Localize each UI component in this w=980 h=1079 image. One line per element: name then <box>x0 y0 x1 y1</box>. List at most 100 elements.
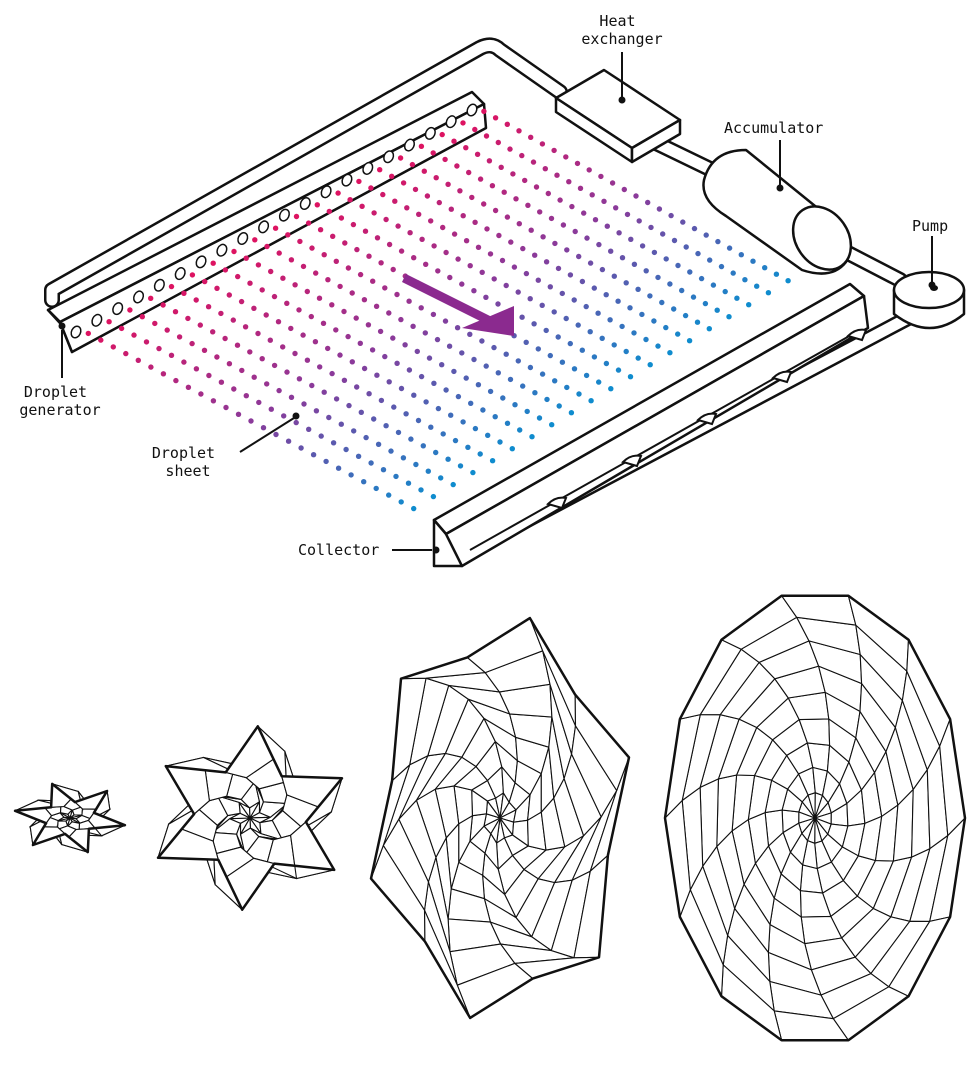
droplet <box>368 460 373 465</box>
droplet <box>231 386 236 391</box>
droplet <box>711 282 716 287</box>
droplet <box>604 361 609 366</box>
droplet <box>719 264 724 269</box>
droplet <box>445 182 450 187</box>
droplet <box>408 436 413 441</box>
droplet <box>286 439 291 444</box>
droplet <box>584 304 589 309</box>
droplet <box>284 369 289 374</box>
droplet <box>459 350 464 355</box>
droplet <box>411 255 416 260</box>
droplet <box>416 418 421 423</box>
droplet <box>680 219 685 224</box>
droplet <box>607 317 612 322</box>
droplet <box>136 358 141 363</box>
droplet <box>475 152 480 157</box>
droplet <box>427 355 432 360</box>
unfolding-radiator-sequence <box>15 596 965 1041</box>
droplet <box>358 341 363 346</box>
droplet <box>612 342 617 347</box>
droplet <box>551 148 556 153</box>
droplet <box>449 207 454 212</box>
droplet <box>469 195 474 200</box>
droplet <box>785 278 790 283</box>
droplet <box>569 204 574 209</box>
droplet <box>510 171 515 176</box>
droplet <box>264 312 269 317</box>
droplet <box>600 267 605 272</box>
droplet <box>437 200 442 205</box>
droplet <box>160 302 165 307</box>
droplet <box>377 167 382 172</box>
droplet <box>106 319 111 324</box>
droplet <box>552 309 557 314</box>
droplet <box>366 391 371 396</box>
droplet <box>255 331 260 336</box>
droplet <box>624 280 629 285</box>
droplet <box>488 251 493 256</box>
droplet <box>456 394 461 399</box>
droplet <box>111 344 116 349</box>
droplet <box>256 400 261 405</box>
droplet <box>382 285 387 290</box>
droplet <box>223 405 228 410</box>
droplet <box>383 423 388 428</box>
droplet <box>534 184 539 189</box>
droplet <box>576 254 581 259</box>
droplet <box>476 382 481 387</box>
droplet <box>404 205 409 210</box>
droplet <box>211 398 216 403</box>
droplet <box>268 338 273 343</box>
droplet <box>297 239 302 244</box>
droplet <box>488 389 493 394</box>
droplet <box>480 407 485 412</box>
droplet <box>281 413 286 418</box>
droplet <box>584 235 589 240</box>
droplet <box>333 327 338 332</box>
droplet <box>500 258 505 263</box>
droplet <box>288 326 293 331</box>
droplet <box>406 299 411 304</box>
droplet <box>548 353 553 358</box>
label-droplet-generator: Droplet generator <box>19 383 100 419</box>
label-droplet-sheet: Droplet sheet <box>152 444 224 480</box>
droplet <box>540 234 545 239</box>
droplet <box>415 349 420 354</box>
droplet <box>327 209 332 214</box>
droplet <box>524 271 529 276</box>
droplet <box>568 272 573 277</box>
droplet <box>156 346 161 351</box>
droplet <box>296 307 301 312</box>
droplet <box>347 197 352 202</box>
droplet <box>173 378 178 383</box>
droplet <box>593 217 598 222</box>
droplet <box>490 183 495 188</box>
droplet <box>292 351 297 356</box>
radiator-stage-2 <box>158 726 342 909</box>
droplet <box>596 379 601 384</box>
droplet <box>394 361 399 366</box>
droplet <box>334 396 339 401</box>
droplet <box>335 190 340 195</box>
droplet <box>520 383 525 388</box>
droplet <box>419 237 424 242</box>
droplet <box>294 214 299 219</box>
droplet <box>484 226 489 231</box>
droplet <box>500 395 505 400</box>
droplet <box>464 238 469 243</box>
droplet <box>261 425 266 430</box>
droplet <box>592 354 597 359</box>
droplet <box>227 292 232 297</box>
droplet <box>455 256 460 261</box>
droplet <box>572 366 577 371</box>
droplet <box>298 445 303 450</box>
droplet <box>356 454 361 459</box>
droplet <box>459 281 464 286</box>
droplet <box>742 277 747 282</box>
droplet <box>202 279 207 284</box>
droplet <box>413 462 418 467</box>
droplet <box>537 415 542 420</box>
droplet <box>762 265 767 270</box>
droplet <box>391 267 396 272</box>
droplet <box>505 421 510 426</box>
